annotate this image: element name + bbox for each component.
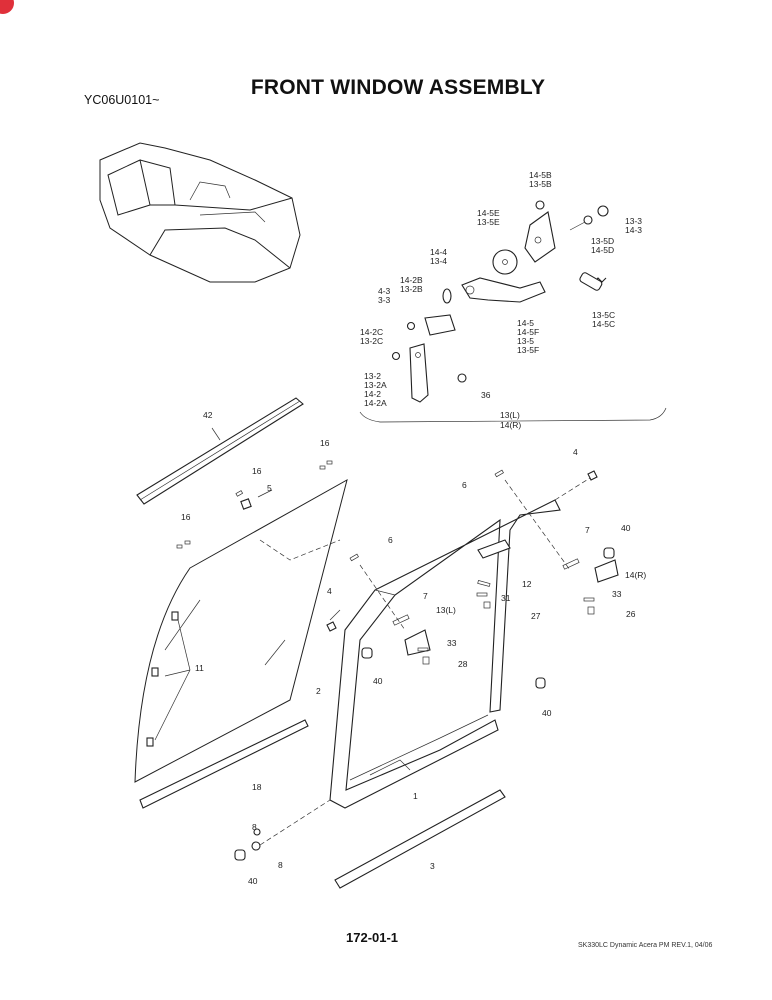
footer-text: SK330LC Dynamic Acera PM REV.1, 04/06: [578, 942, 713, 949]
label-14r-top: 14(R): [500, 420, 521, 430]
label-40-d: 40: [248, 876, 258, 886]
label-14-3: 14-3: [625, 225, 642, 235]
label-13-2b: 13-2B: [400, 284, 423, 294]
label-8-a: 8: [252, 822, 257, 832]
label-14-5b: 14-5B: [529, 170, 552, 180]
label-13-5e: 13-5E: [477, 217, 500, 227]
label-6-b: 6: [388, 535, 393, 545]
label-16-a: 16: [320, 438, 330, 448]
label-14-4: 14-4: [430, 247, 447, 257]
label-28: 28: [458, 659, 468, 669]
label-13-5b: 13-5B: [529, 179, 552, 189]
label-8-b: 8: [278, 860, 283, 870]
label-13-2c: 13-2C: [360, 336, 383, 346]
label-36: 36: [481, 390, 491, 400]
label-4-3: 4-3: [378, 286, 391, 296]
label-7-a: 7: [585, 525, 590, 535]
label-33-b: 33: [447, 638, 457, 648]
label-27: 27: [531, 611, 541, 621]
label-7-b: 7: [423, 591, 428, 601]
label-14r: 14(R): [625, 570, 646, 580]
label-3-3: 3-3: [378, 295, 391, 305]
label-13l-top: 13(L): [500, 410, 520, 420]
cab-thumbnail: [99, 142, 301, 283]
label-5: 5: [267, 483, 272, 493]
label-33-a: 33: [612, 589, 622, 599]
label-13-5c: 13-5C: [592, 310, 615, 320]
label-1: 1: [413, 791, 418, 801]
page-title: FRONT WINDOW ASSEMBLY: [250, 76, 546, 99]
seal-strip-18: [139, 719, 309, 809]
seal-strip-42: [136, 397, 304, 505]
label-6-a: 6: [462, 480, 467, 490]
label-16-c: 16: [181, 512, 191, 522]
fasteners: [154, 427, 619, 861]
label-42: 42: [203, 410, 213, 420]
label-40-c: 40: [542, 708, 552, 718]
corner-mark: [0, 0, 14, 14]
label-11: 11: [195, 663, 204, 673]
label-40-a: 40: [621, 523, 631, 533]
label-14-2: 14-2: [364, 389, 381, 399]
label-14-5: 14-5: [517, 318, 534, 328]
front-glass: [134, 478, 348, 783]
label-14-2a: 14-2A: [364, 398, 387, 408]
label-13-4: 13-4: [430, 256, 447, 266]
label-4-b: 4: [327, 586, 332, 596]
label-14-5e: 14-5E: [477, 208, 500, 218]
upper-hardware: [359, 200, 667, 423]
label-13-3: 13-3: [625, 216, 642, 226]
label-3: 3: [430, 861, 435, 871]
serial-number: YC06U0101~: [84, 93, 160, 107]
label-26: 26: [626, 609, 636, 619]
label-14-2b: 14-2B: [400, 275, 423, 285]
label-12: 12: [522, 579, 532, 589]
label-14-2c: 14-2C: [360, 327, 383, 337]
label-18: 18: [252, 782, 262, 792]
label-14-5d: 14-5D: [591, 245, 614, 255]
label-2: 2: [316, 686, 321, 696]
label-13-5f: 13-5F: [517, 345, 539, 355]
label-31: 31: [501, 593, 511, 603]
label-4-a: 4: [573, 447, 578, 457]
label-16-b: 16: [252, 466, 262, 476]
label-13-2a: 13-2A: [364, 380, 387, 390]
label-40-b: 40: [373, 676, 383, 686]
label-13l: 13(L): [436, 605, 456, 615]
page-number: 172-01-1: [346, 930, 399, 945]
label-13-5d: 13-5D: [591, 236, 614, 246]
window-frame: [329, 499, 561, 809]
label-14-5c: 14-5C: [592, 319, 615, 329]
label-14-5f: 14-5F: [517, 327, 539, 337]
seal-strip-3: [334, 789, 506, 889]
label-13-2: 13-2: [364, 371, 381, 381]
callout-labels: 14-5B 13-5B 14-5E 13-5E 13-3 14-3 13-5D …: [181, 170, 646, 886]
label-13-5: 13-5: [517, 336, 534, 346]
